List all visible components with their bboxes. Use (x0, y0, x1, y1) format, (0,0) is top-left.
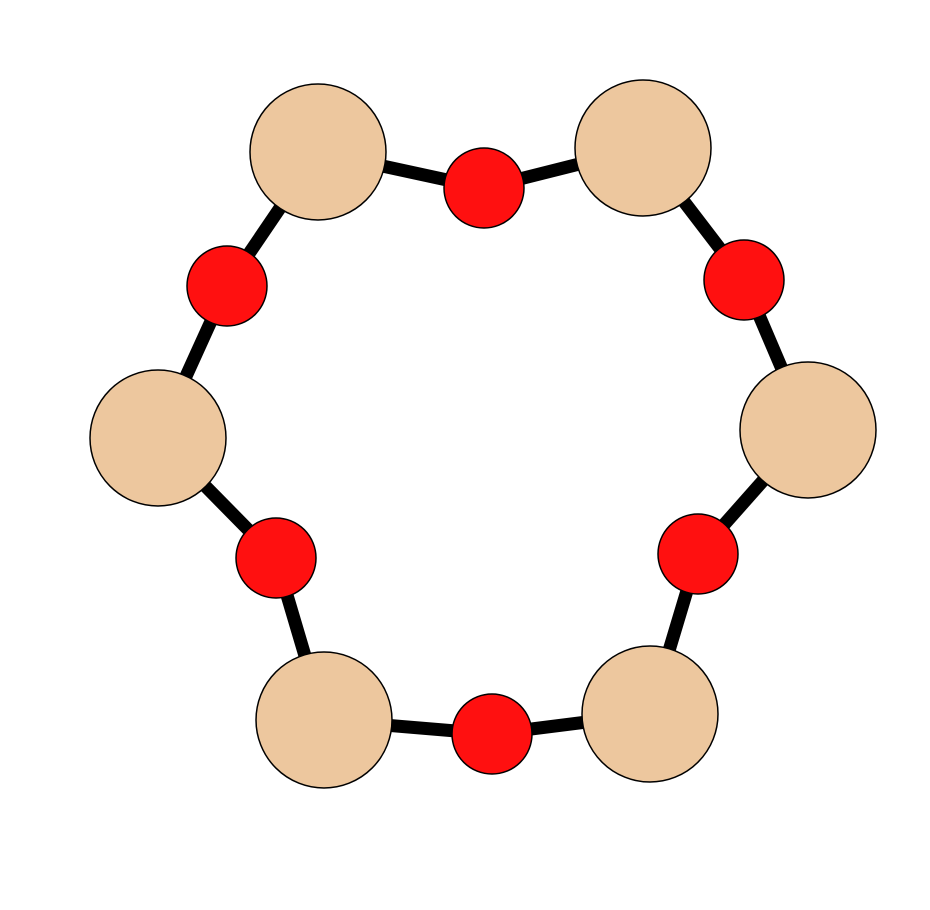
atom-small-6 (186, 245, 268, 327)
atom-large-6 (89, 369, 227, 507)
atom-small-2 (703, 239, 785, 321)
atom-large-5 (255, 651, 393, 789)
atom-large-4 (581, 645, 719, 783)
atom-small-1 (443, 147, 525, 229)
atom-small-3 (657, 513, 739, 595)
atom-small-4 (451, 693, 533, 775)
atom-small-5 (235, 517, 317, 599)
atom-large-2 (574, 79, 712, 217)
atom-large-3 (739, 361, 877, 499)
atom-large-1 (249, 83, 387, 221)
atoms-layer (89, 79, 877, 789)
